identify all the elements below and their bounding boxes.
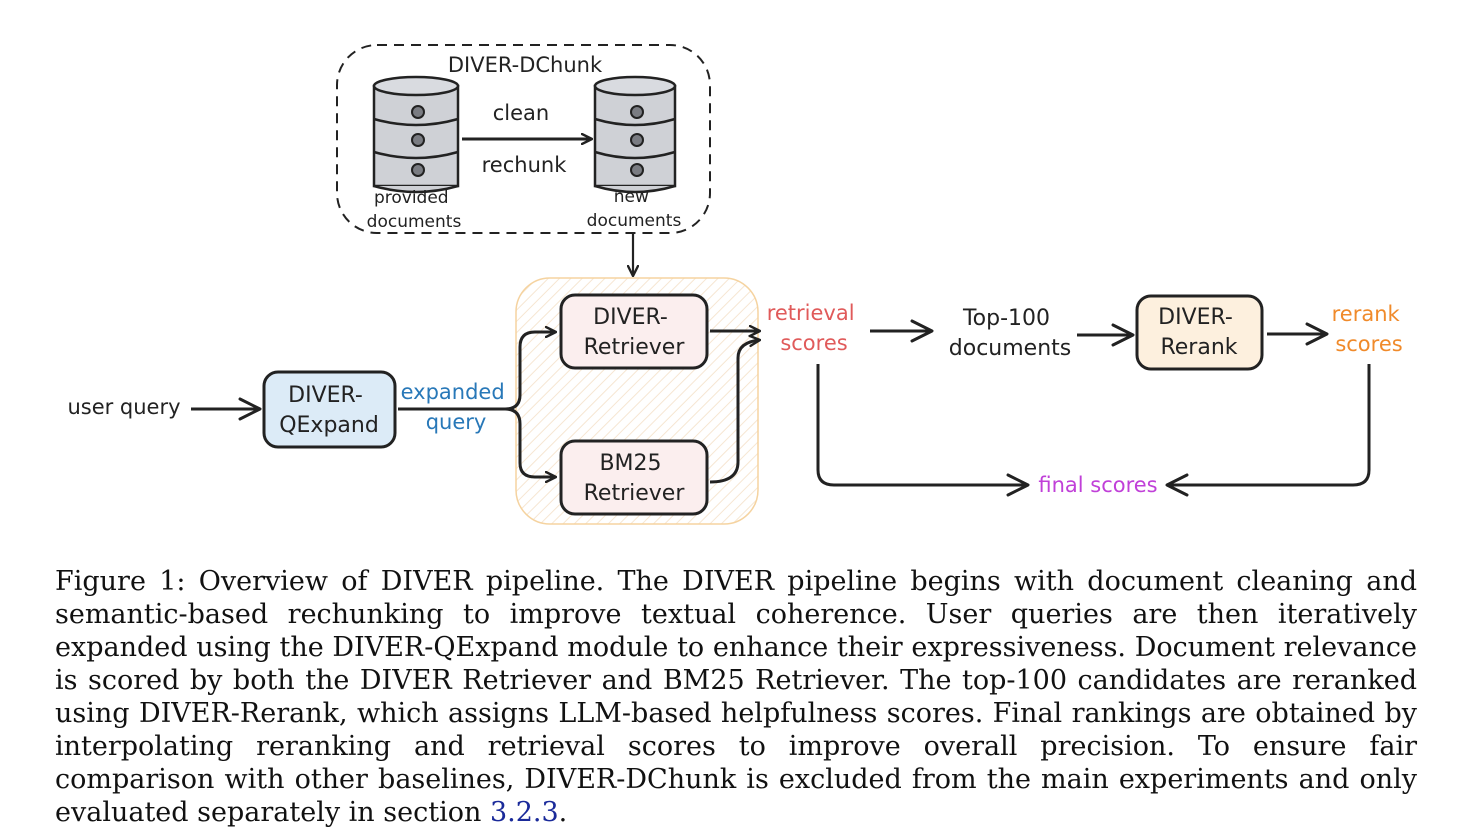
diver-retriever-box xyxy=(559,293,709,370)
diver-retriever-label: DIVER- Retriever xyxy=(584,305,686,360)
provided-documents-label: provided documents xyxy=(367,188,462,232)
expanded-to-bm25-arrow xyxy=(504,407,556,477)
retrieval-scores-label: retrieval scores xyxy=(767,301,862,355)
dchunk-title: DIVER-DChunk xyxy=(448,53,603,77)
section-reference-link[interactable]: 3.2.3 xyxy=(489,797,559,828)
rerank-to-final-arrow xyxy=(1165,364,1371,497)
bm25-to-scores-arrow xyxy=(709,340,760,484)
caption-end: . xyxy=(558,797,568,828)
dchunk-frame xyxy=(336,44,711,234)
caption-text: Figure 1: Overview of DIVER pipeline. Th… xyxy=(55,566,1417,828)
pipeline-diagram: DIVER-DChunk provided documents new docu… xyxy=(67,44,1407,525)
top100-label: Top-100 documents xyxy=(949,306,1071,361)
bm25-retriever-label: BM25 Retriever xyxy=(584,451,686,506)
database-icon xyxy=(372,75,460,194)
rerank-scores-label: rerank scores xyxy=(1332,302,1407,356)
retrieval-to-final-arrow xyxy=(816,364,1030,497)
clean-label: clean xyxy=(493,101,549,125)
qexpand-label: DIVER- QExpand xyxy=(279,383,379,438)
expanded-query-label: expanded query xyxy=(401,380,512,434)
rechunk-label: rechunk xyxy=(482,153,568,177)
bm25-retriever-box xyxy=(559,439,709,516)
database-icon xyxy=(593,75,677,194)
final-scores-label: final scores xyxy=(1038,473,1157,497)
figure-caption: Figure 1: Overview of DIVER pipeline. Th… xyxy=(55,565,1417,829)
qexpand-box xyxy=(262,370,397,449)
new-documents-label: new documents xyxy=(587,187,682,231)
rerank-label: DIVER- Rerank xyxy=(1158,305,1240,360)
user-query-label: user query xyxy=(67,395,180,419)
rerank-box xyxy=(1135,294,1264,371)
